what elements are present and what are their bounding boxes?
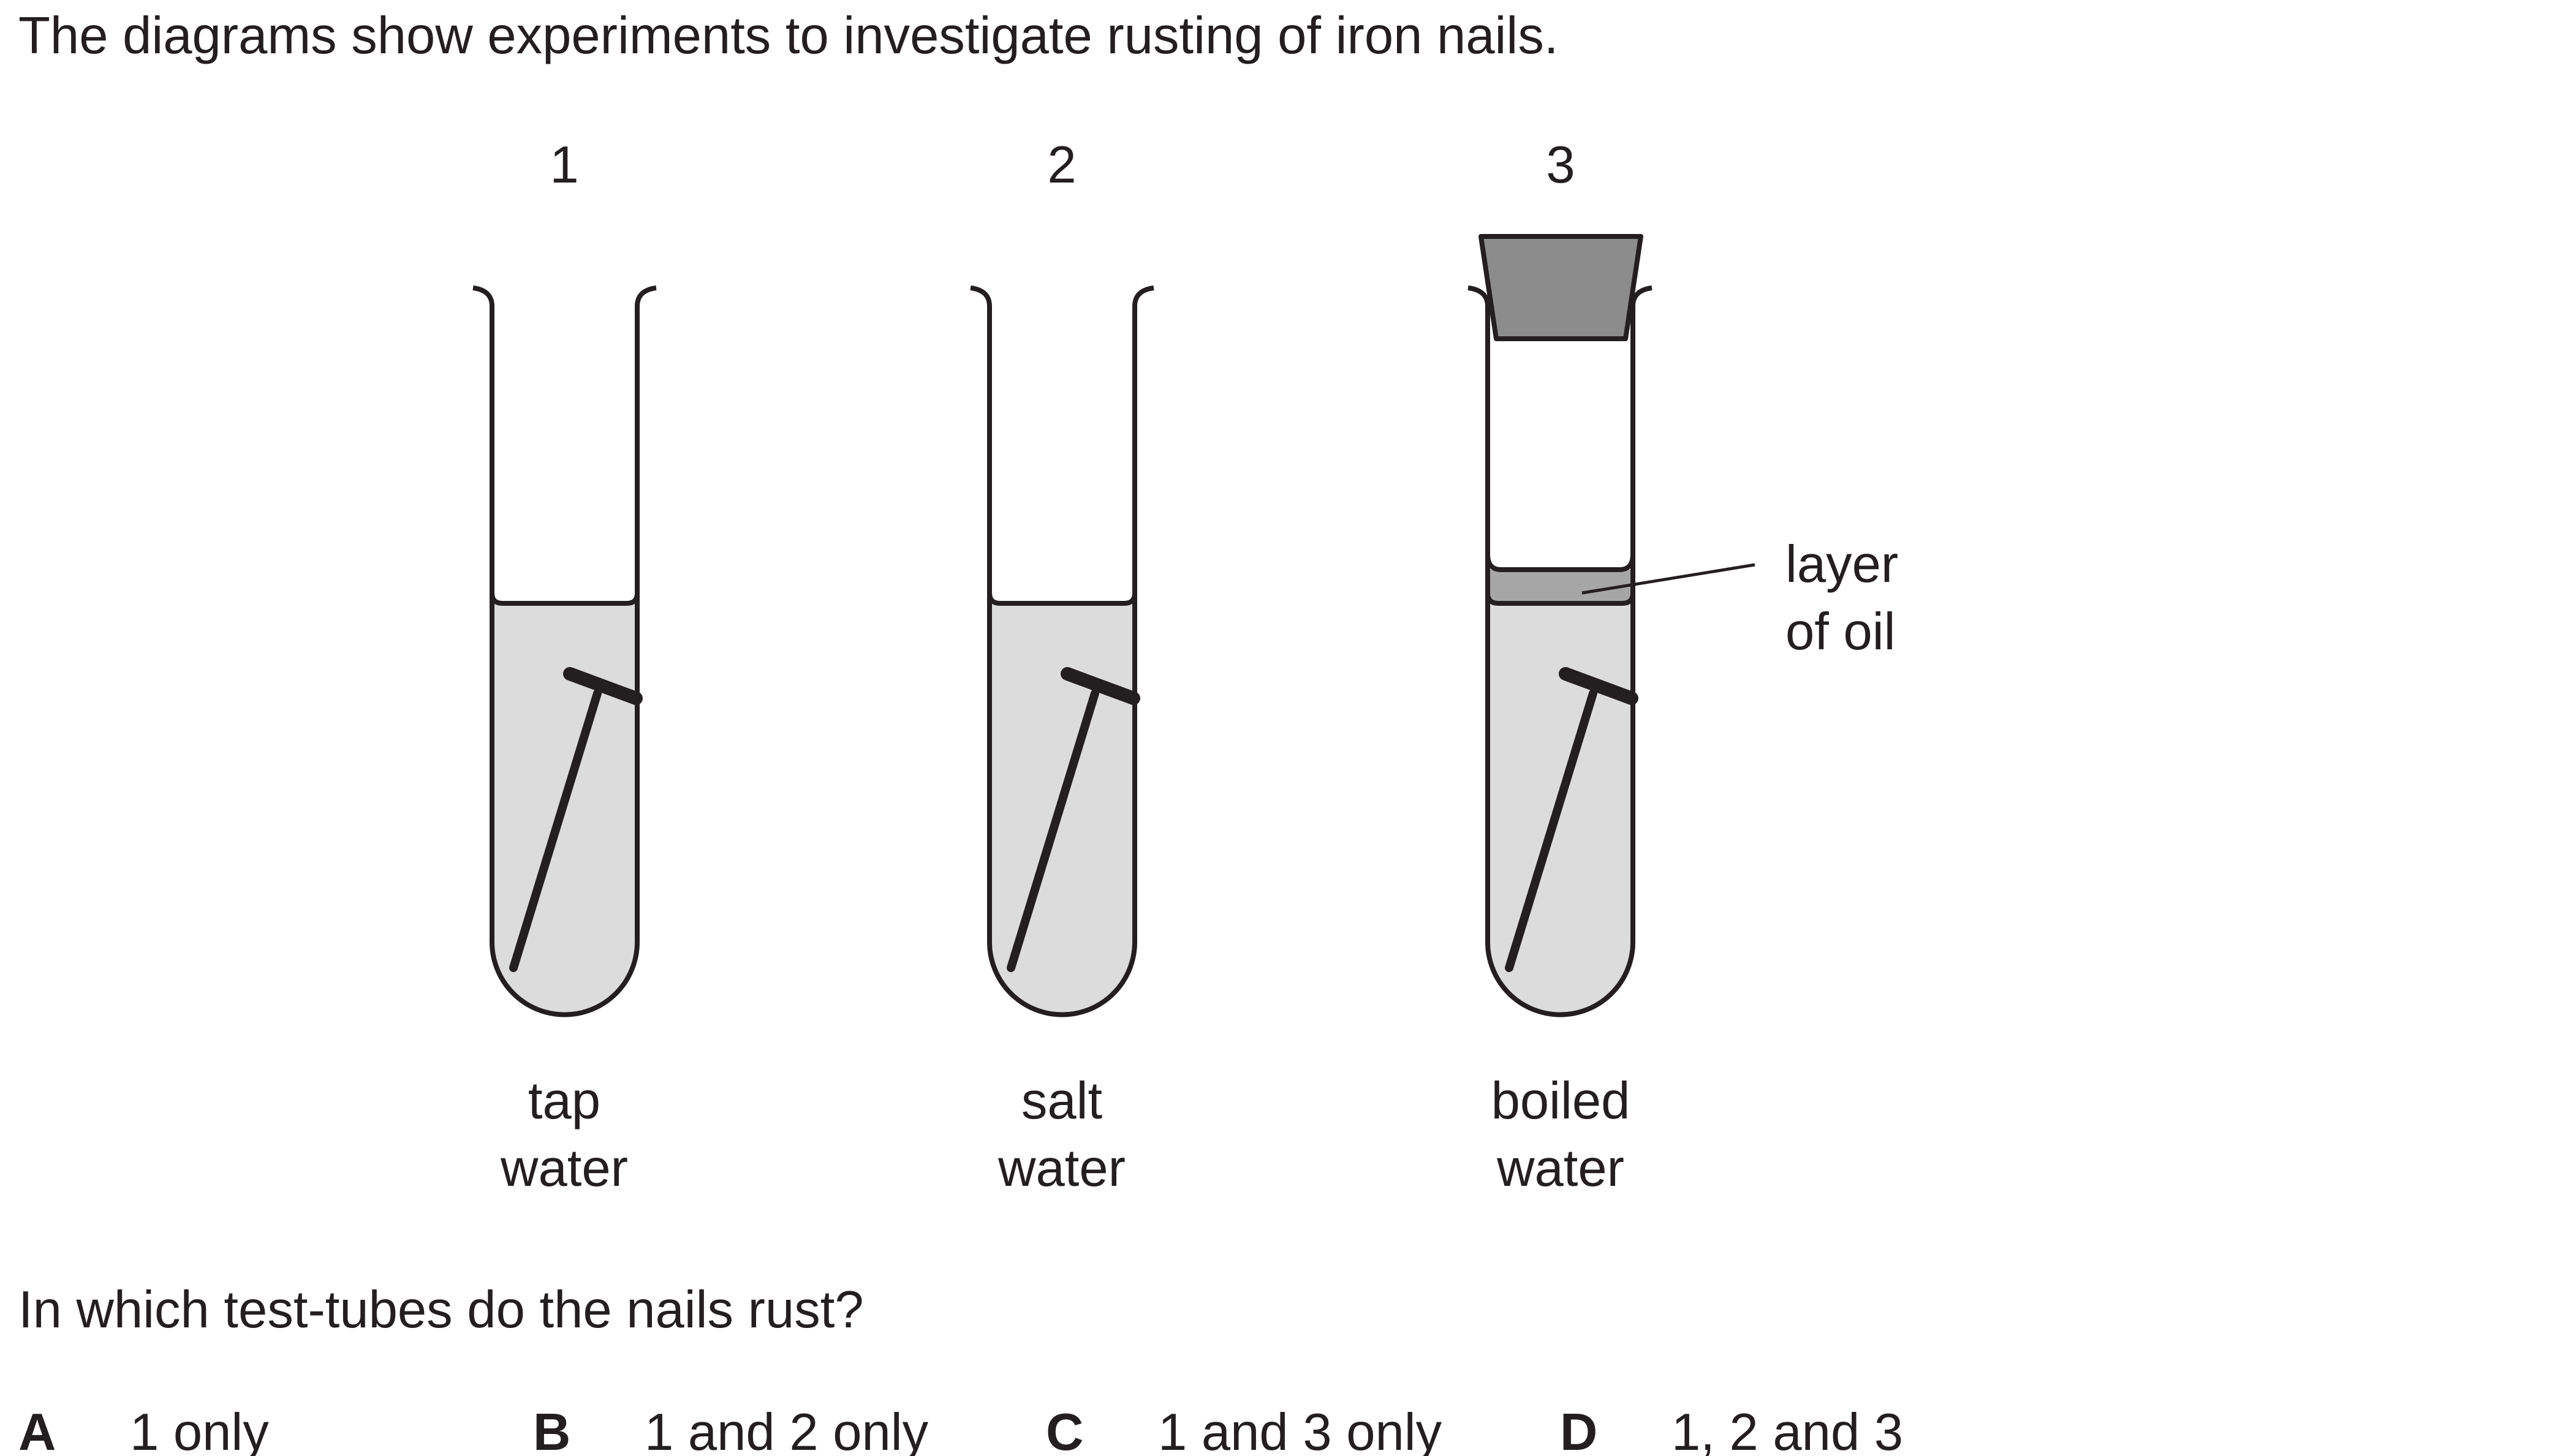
oil-label-line2: of oil [1785, 603, 1896, 661]
tube-label-line2: water [997, 1139, 1126, 1198]
oil-label-leader [1581, 563, 1755, 595]
nail-head [563, 667, 643, 705]
nail-head [1559, 667, 1638, 705]
option-letter: B [533, 1403, 570, 1456]
tube-outline [472, 285, 657, 1017]
oil-label-line1: layer [1785, 535, 1898, 594]
option-text: 1, 2 and 3 [1671, 1403, 1903, 1456]
option-text: 1 and 2 only [645, 1403, 929, 1456]
test-tube-3: 3 layer of oil boiled water [1467, 136, 1898, 1198]
tube-label-line1: boiled [1491, 1072, 1630, 1130]
tube-outline [1467, 285, 1652, 1017]
oil-layer [1488, 570, 1633, 603]
tube-label-line2: water [500, 1139, 628, 1198]
option-a[interactable]: A 1 only [18, 1403, 269, 1456]
option-d[interactable]: D 1, 2 and 3 [1560, 1403, 1903, 1456]
nail-shaft [509, 689, 602, 972]
oil-surface [1485, 554, 1635, 572]
nail-shaft [1007, 689, 1099, 972]
tube-number-3: 3 [1546, 136, 1575, 194]
question-prompt: In which test-tubes do the nails rust? [18, 1281, 864, 1339]
option-text: 1 only [130, 1403, 269, 1456]
nail-head [1061, 667, 1140, 705]
test-tube-2: 2 salt water [970, 136, 1154, 1198]
option-c[interactable]: C 1 and 3 only [1046, 1403, 1442, 1456]
tube-label-line1: salt [1021, 1072, 1102, 1130]
tube-label-line1: tap [528, 1072, 600, 1130]
question-intro: The diagrams show experiments to investi… [18, 7, 1558, 65]
tube-label-line2: water [1496, 1139, 1624, 1198]
option-letter: A [18, 1403, 56, 1456]
liquid-surface [987, 592, 1137, 606]
option-b[interactable]: B 1 and 2 only [533, 1403, 929, 1456]
test-tube-1: 1 tap water [472, 136, 657, 1198]
option-letter: C [1046, 1403, 1083, 1456]
tube-number-2: 2 [1047, 136, 1076, 194]
option-text: 1 and 3 only [1158, 1403, 1442, 1456]
nail-shaft [1505, 689, 1597, 972]
rubber-stopper [1478, 234, 1643, 341]
option-letter: D [1560, 1403, 1597, 1456]
liquid-surface [490, 592, 640, 606]
tube-outline [970, 285, 1154, 1017]
tube-number-1: 1 [550, 136, 578, 194]
